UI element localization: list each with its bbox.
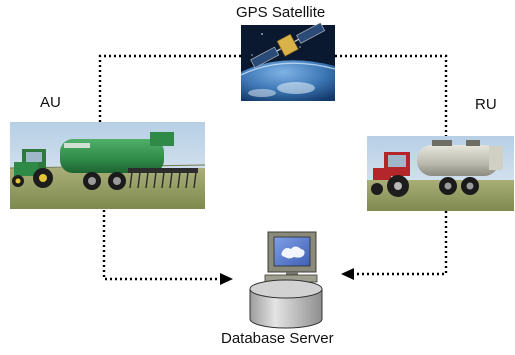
arrowhead-ru-to-server [341,268,354,280]
satellite-image [240,22,336,101]
ru-label: RU [475,96,497,113]
connector-lines [98,54,448,281]
tractor-tanker-injector-image [9,122,206,209]
arrowhead-au-to-server [220,273,233,285]
connector-au-to-server [102,210,224,281]
satellite-label: GPS Satellite [236,4,326,21]
au-label: AU [40,94,61,111]
database-server-label: Database Server [221,330,334,347]
tractor-slurry-tanker-image [367,136,514,211]
connector-ru-to-server [350,211,448,276]
connector-satellite-to-ru [335,54,448,136]
database-server-icon [249,231,323,329]
connector-satellite-to-au [98,54,241,122]
disk-cylinder [249,289,323,329]
